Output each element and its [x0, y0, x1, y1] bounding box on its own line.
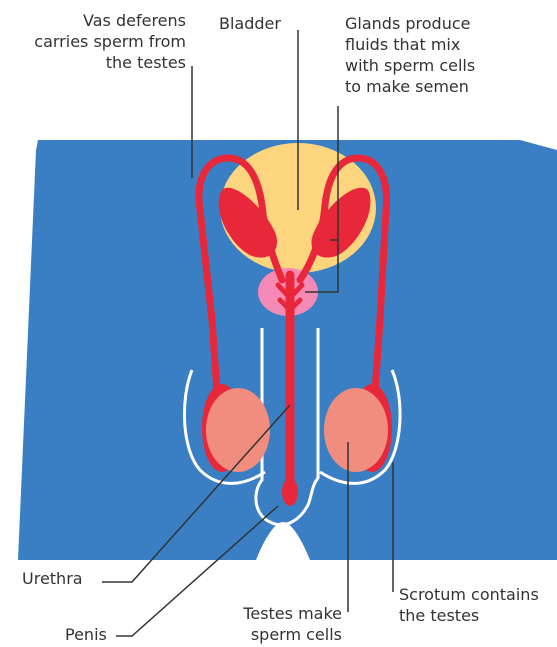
label-bladder: Bladder — [219, 13, 299, 34]
testis-right — [324, 388, 388, 472]
label-testes: Testes make sperm cells — [214, 603, 342, 645]
label-urethra: Urethra — [22, 568, 102, 589]
label-penis: Penis — [65, 624, 125, 645]
label-scrotum: Scrotum contains the testes — [399, 584, 555, 626]
testis-left — [206, 388, 270, 472]
label-glands: Glands produce fluids that mix with sper… — [345, 13, 545, 97]
penis-tip — [282, 478, 298, 506]
label-vas-deferens: Vas deferens carries sperm from the test… — [0, 10, 186, 73]
